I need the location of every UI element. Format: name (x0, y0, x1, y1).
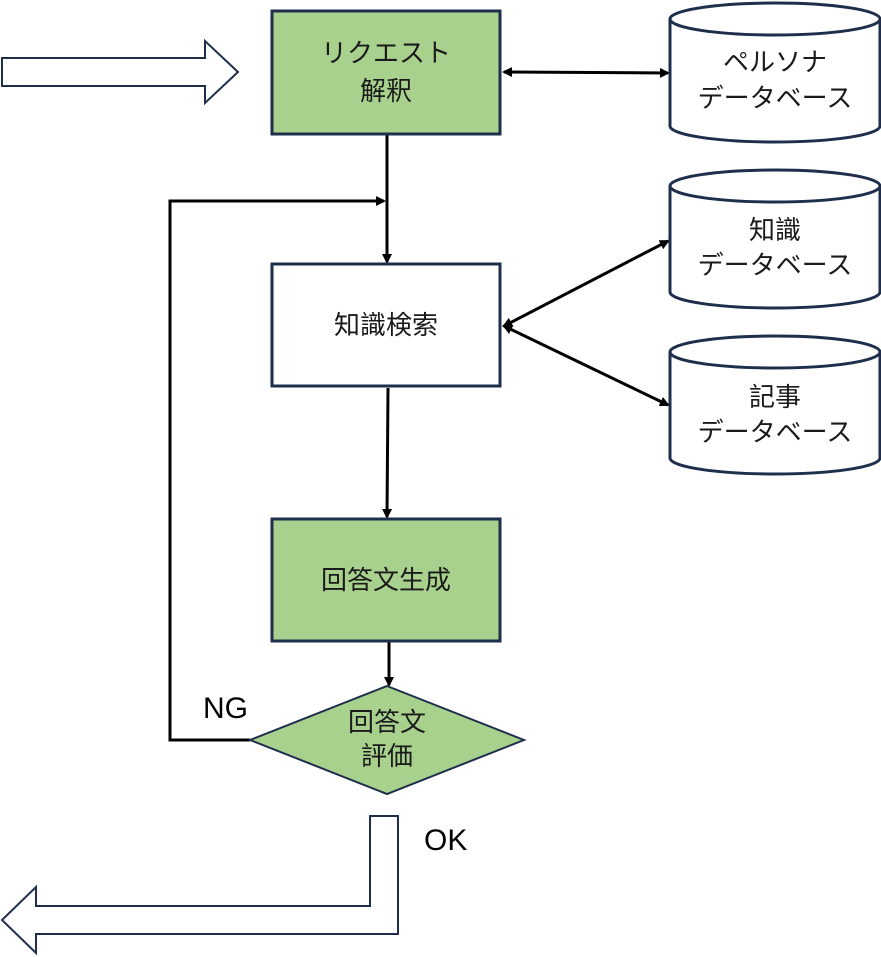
request-parse-label-1: リクエスト (321, 39, 451, 69)
answer-generation-label: 回答文生成 (321, 566, 451, 596)
persona-database: ペルソナ データベース (668, 1, 881, 144)
request-parse-label-2: 解釈 (360, 77, 412, 107)
connector-search-to-generate (382, 387, 393, 519)
ng-loop-connector (168, 196, 386, 742)
request-parse-box: リクエスト 解釈 (270, 9, 502, 136)
answer-generation-box: 回答文生成 (270, 517, 502, 643)
ok-label: OK (424, 824, 467, 857)
input-arrow (1, 38, 240, 106)
article-database: 記事 データベース (668, 334, 881, 476)
answer-evaluation-diamond: 回答文 評価 (247, 684, 527, 796)
answer-evaluation-label-1: 回答文 (348, 708, 426, 738)
article-database-label-1: 記事 (749, 383, 801, 413)
knowledge-search-box: 知識検索 (270, 262, 502, 388)
article-database-label-2: データベース (698, 418, 853, 448)
knowledge-database: 知識 データベース (668, 168, 881, 310)
knowledge-database-label-1: 知識 (749, 216, 801, 246)
answer-evaluation-label-2: 評価 (361, 742, 413, 772)
connector-search-article (502, 324, 670, 407)
persona-database-label-2: データベース (698, 84, 853, 114)
connector-search-knowledge (502, 239, 670, 328)
ng-label: NG (203, 692, 248, 725)
output-arrow (0, 815, 399, 956)
knowledge-database-label-2: データベース (698, 251, 853, 281)
connector-request-persona (502, 67, 670, 78)
knowledge-search-label: 知識検索 (334, 311, 438, 341)
persona-database-label-1: ペルソナ (723, 48, 827, 78)
